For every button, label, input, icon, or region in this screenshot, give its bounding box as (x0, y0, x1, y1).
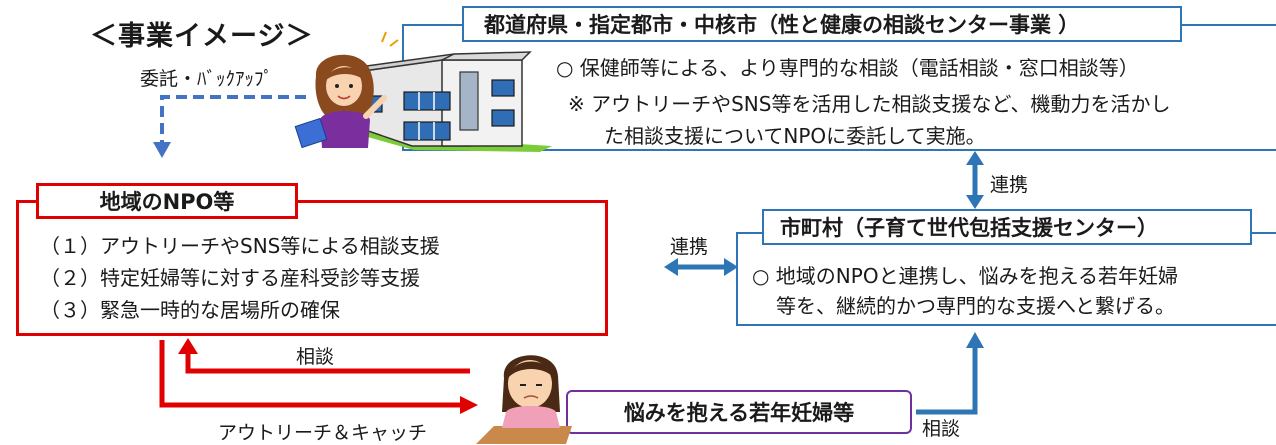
prefecture-heading: 都道府県・指定都市・中核市（性と健康の相談センター事業 ） (462, 6, 1182, 42)
municipality-line-2: 等を、継続的かつ専門的な支援へと繋げる。 (776, 294, 1175, 318)
npo-item-2: （２）特定妊婦等に対する産科受診等支援 (40, 266, 420, 290)
cooperation-arrow-vertical (966, 151, 984, 209)
consult-npo-label: 相談 (296, 346, 335, 368)
girl-icon (476, 355, 572, 444)
cooperation-label-vertical: 連携 (990, 174, 1029, 196)
outreach-arrow (159, 340, 478, 414)
young-women-box: 悩みを抱える若年妊婦等 (566, 390, 912, 434)
npo-heading: 地域のNPO等 (36, 183, 298, 219)
consult-municipality-label: 相談 (922, 418, 961, 440)
consult-npo-arrow (178, 338, 470, 374)
consign-arrow (153, 95, 306, 158)
municipality-heading: 市町村（子育て世代包括支援センター） (762, 209, 1252, 245)
npo-item-1: （１）アウトリーチやSNS等による相談支援 (40, 234, 440, 258)
outreach-label: アウトリーチ＆キャッチ (218, 422, 428, 444)
prefecture-line-2: ※ アウトリーチやSNS等を活用した相談支援など、機動力を活かし (568, 92, 1171, 116)
staff-icon (294, 31, 399, 149)
page-title: ＜事業イメージ＞ (90, 21, 314, 52)
consign-label: 委託・ﾊﾞｯｸｱｯﾌﾟ (140, 68, 274, 90)
prefecture-line-3: た相談支援についてNPOに委託して実施。 (604, 124, 986, 148)
cooperation-arrow-horizontal (664, 258, 738, 276)
consult-municipality-arrow (916, 332, 984, 415)
npo-box (16, 200, 608, 336)
npo-item-3: （３）緊急一時的な居場所の確保 (40, 298, 340, 322)
prefecture-line-1: ○ 保健師等による、より専門的な相談（電話相談・窓口相談等） (556, 56, 1139, 80)
municipality-box (736, 232, 1276, 326)
municipality-line-1: ○ 地域のNPOと連携し、悩みを抱える若年妊婦 (752, 264, 1178, 288)
cooperation-label-horizontal: 連携 (670, 236, 709, 258)
